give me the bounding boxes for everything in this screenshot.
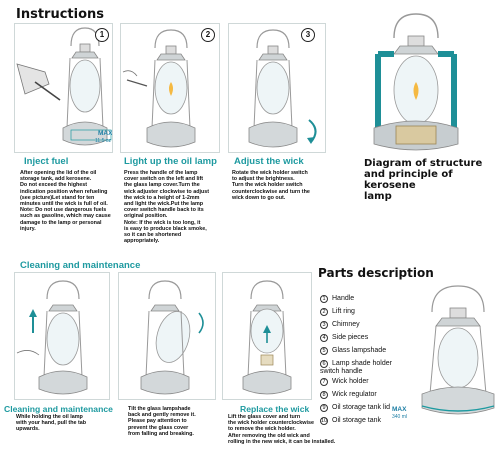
structure-diagram	[356, 10, 496, 160]
lantern-cutaway-illustration	[373, 13, 459, 151]
parts-max-value: 340 ml	[392, 414, 408, 420]
lantern-illustration-step1	[16, 27, 112, 146]
diagram-title: Diagram of structure and principle of ke…	[364, 158, 483, 202]
step-1-max-label: MAX	[98, 130, 113, 137]
step-2-badge: 2	[201, 28, 215, 42]
parts-lantern	[418, 282, 498, 422]
clean-1-title: Cleaning and maintenance	[4, 404, 113, 414]
clean-3-title: Replace the wick	[240, 404, 310, 414]
lantern-illustration-clean3	[242, 280, 292, 395]
step-3-panel: 3	[228, 23, 326, 153]
lantern-illustration-step3	[248, 29, 317, 148]
step-2-panel: 2	[120, 23, 220, 153]
step-1-title: Inject fuel	[24, 156, 69, 167]
step-1-panel: 1 MAX 11.5 oz	[14, 23, 113, 153]
parts-max-label: MAX	[392, 406, 407, 413]
lantern-illustration-step2	[122, 29, 196, 148]
cleaning-heading: Cleaning and maintenance	[20, 260, 141, 271]
step-3-badge: 3	[301, 28, 315, 42]
clean-3-panel	[222, 272, 312, 400]
lantern-illustration-clean1	[16, 280, 88, 395]
parts-heading: Parts description	[318, 266, 434, 280]
clean-3-text: Lift the glass cover and turn the wick h…	[228, 414, 336, 445]
clean-2-text: Tilt the glass lampshade back and gently…	[128, 406, 196, 437]
step-1-badge: 1	[95, 28, 109, 42]
clean-1-panel	[14, 272, 110, 400]
step-1-max-value: 11.5 oz	[95, 138, 112, 144]
instructions-heading: Instructions	[16, 7, 105, 22]
step-3-title: Adjust the wick	[234, 156, 304, 167]
lantern-parts-illustration	[421, 285, 495, 415]
clean-2-panel	[118, 272, 216, 400]
lantern-illustration-clean2	[140, 280, 204, 395]
clean-1-text: While holding the oil lamp with your han…	[16, 414, 87, 433]
step-2-title: Light up the oil lamp	[124, 156, 217, 167]
